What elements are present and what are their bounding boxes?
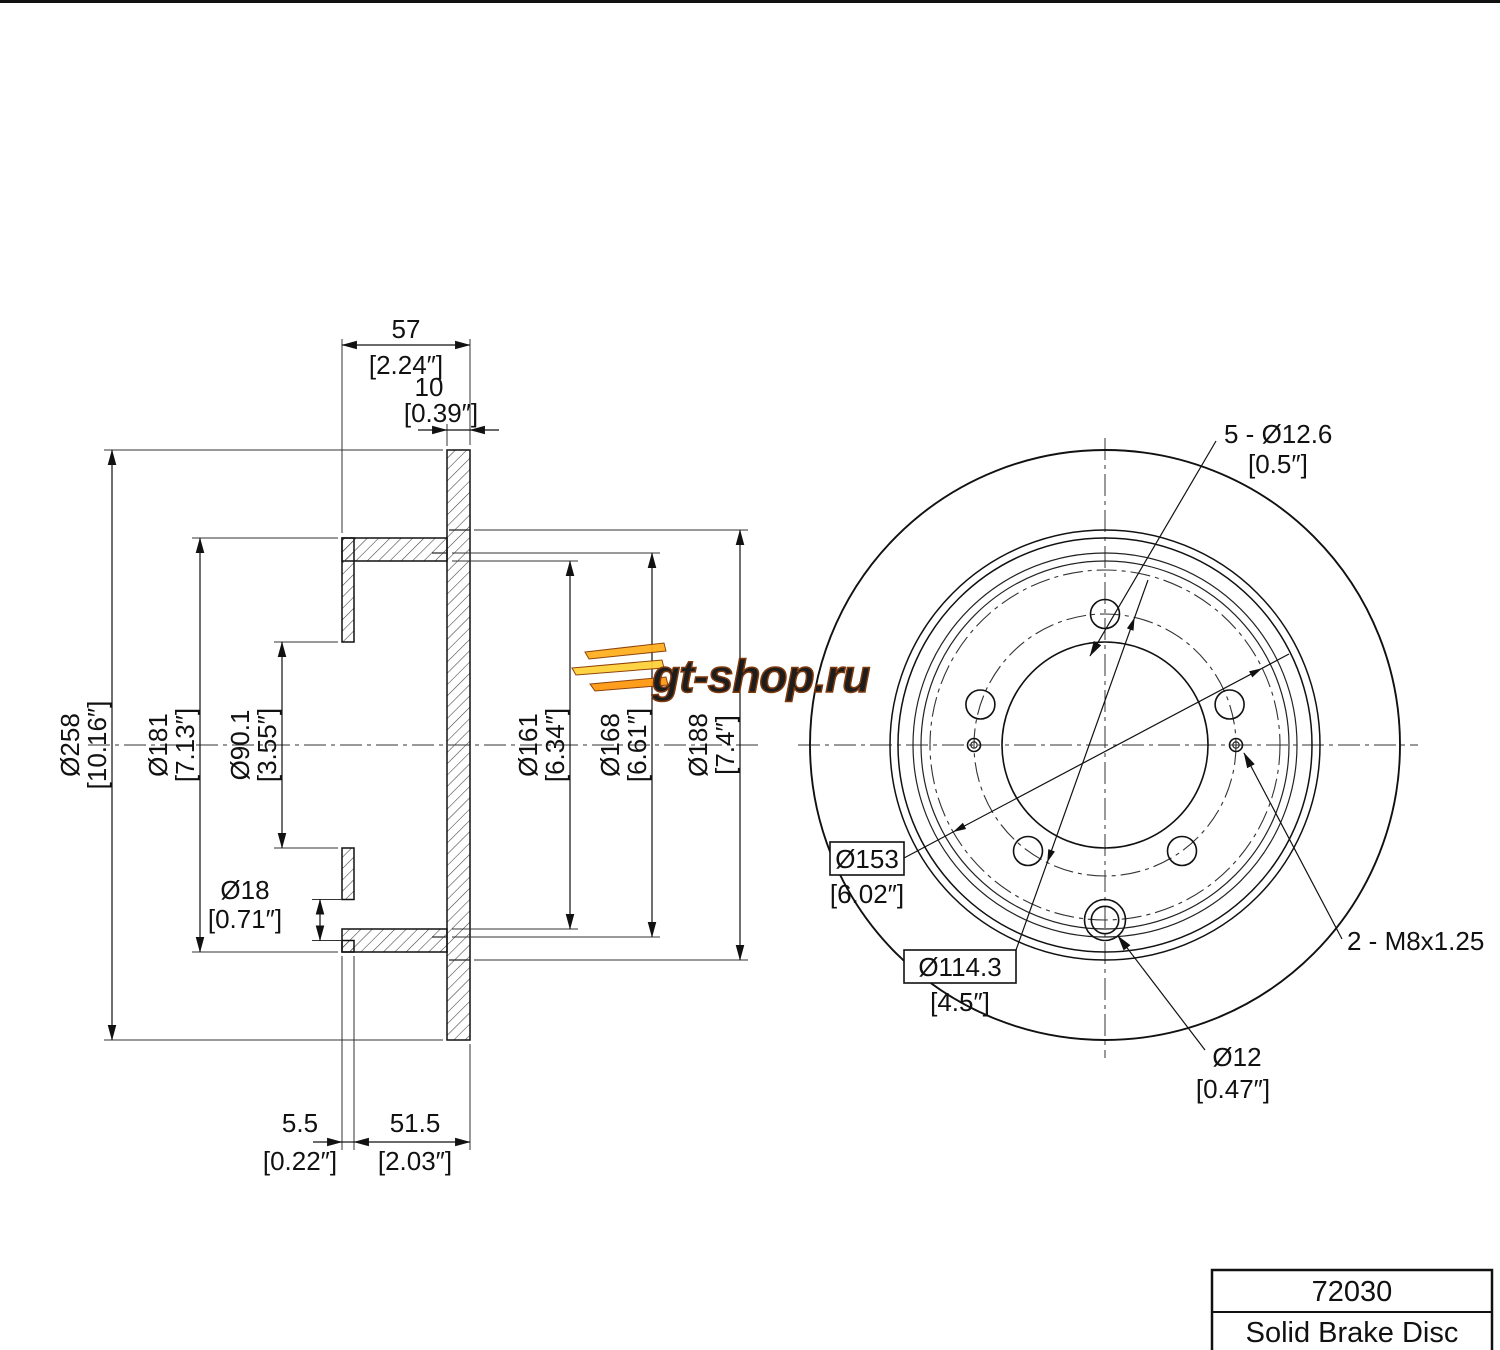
dim-overall-width-mm: 57 bbox=[392, 314, 421, 344]
label-stud-holes-inch: [0.5″] bbox=[1248, 449, 1308, 479]
dim-plate-thickness-mm: 10 bbox=[415, 372, 444, 402]
dim-hole18-inch: [0.71″] bbox=[208, 904, 282, 934]
pin-hole bbox=[1083, 898, 1127, 942]
dim-161-mm: Ø161 bbox=[513, 713, 543, 777]
label-stud-holes: 5 - Ø12.6 bbox=[1224, 419, 1332, 449]
dim-outer-diameter-inch: [10.16″] bbox=[82, 701, 112, 790]
title-block: 72030 Solid Brake Disc bbox=[1210, 1268, 1494, 1350]
dim-hat-diameter-mm: Ø181 bbox=[143, 713, 173, 777]
dim-flange-thickness-inch: [0.22″] bbox=[263, 1146, 337, 1176]
dim-188-inch: [7.4″] bbox=[710, 715, 740, 775]
label-pin-hole-mm: Ø12 bbox=[1212, 1042, 1261, 1072]
sheet-border-top bbox=[0, 0, 1500, 3]
dim-flange-thickness-mm: 5.5 bbox=[282, 1108, 318, 1138]
disc-circles bbox=[809, 449, 1401, 1041]
section-dimension-lines bbox=[107, 340, 745, 1147]
label-dia153-box bbox=[829, 841, 905, 876]
watermark-text: gt-shop.ru bbox=[651, 650, 870, 702]
dim-hole18-mm: Ø18 bbox=[220, 875, 269, 905]
dim-center-bore-mm: Ø90.1 bbox=[225, 710, 255, 781]
label-pin-hole-inch: [0.47″] bbox=[1196, 1074, 1270, 1104]
label-bolt-circle-inch: [4.5″] bbox=[930, 987, 990, 1017]
dim-outer-diameter-mm: Ø258 bbox=[55, 713, 85, 777]
label-thread-holes: 2 - M8x1.25 bbox=[1347, 926, 1484, 956]
dim-hat-diameter-inch: [7.13″] bbox=[170, 708, 200, 782]
dim-168-inch: [6.61″] bbox=[622, 708, 652, 782]
stud-holes bbox=[965, 598, 1245, 867]
dim-161-inch: [6.34″] bbox=[540, 708, 570, 782]
dim-overall-width-inch: [2.24″] bbox=[369, 350, 443, 380]
label-bolt-circle-mm: Ø114.3 bbox=[918, 952, 1001, 982]
section-cut-material bbox=[341, 449, 471, 1041]
dim-center-bore-inch: [3.55″] bbox=[252, 708, 282, 782]
label-bolt-circle-box bbox=[903, 949, 1017, 984]
dim-hat-depth-mm: 51.5 bbox=[390, 1108, 441, 1138]
dim-188-mm: Ø188 bbox=[683, 713, 713, 777]
label-dia153-mm: Ø153 bbox=[835, 844, 899, 874]
label-dia153-inch: [6.02″] bbox=[830, 879, 904, 909]
watermark-logo: gt-shop.ru bbox=[571, 642, 872, 703]
part-description: Solid Brake Disc bbox=[1246, 1317, 1459, 1349]
front-leaders bbox=[903, 440, 1343, 1051]
section-view: 57 [2.24″] 10 [0.39″] Ø258 [10.16″] Ø181… bbox=[55, 314, 762, 1176]
part-number: 72030 bbox=[1312, 1276, 1393, 1308]
front-view: 5 - Ø12.6 [0.5″] Ø153 [6.02″] Ø114.3 [4.… bbox=[798, 419, 1484, 1104]
dim-hat-depth-inch: [2.03″] bbox=[378, 1146, 452, 1176]
thread-holes bbox=[966, 737, 1244, 753]
dim-plate-thickness-inch: [0.39″] bbox=[404, 398, 478, 428]
dim-168-mm: Ø168 bbox=[595, 713, 625, 777]
